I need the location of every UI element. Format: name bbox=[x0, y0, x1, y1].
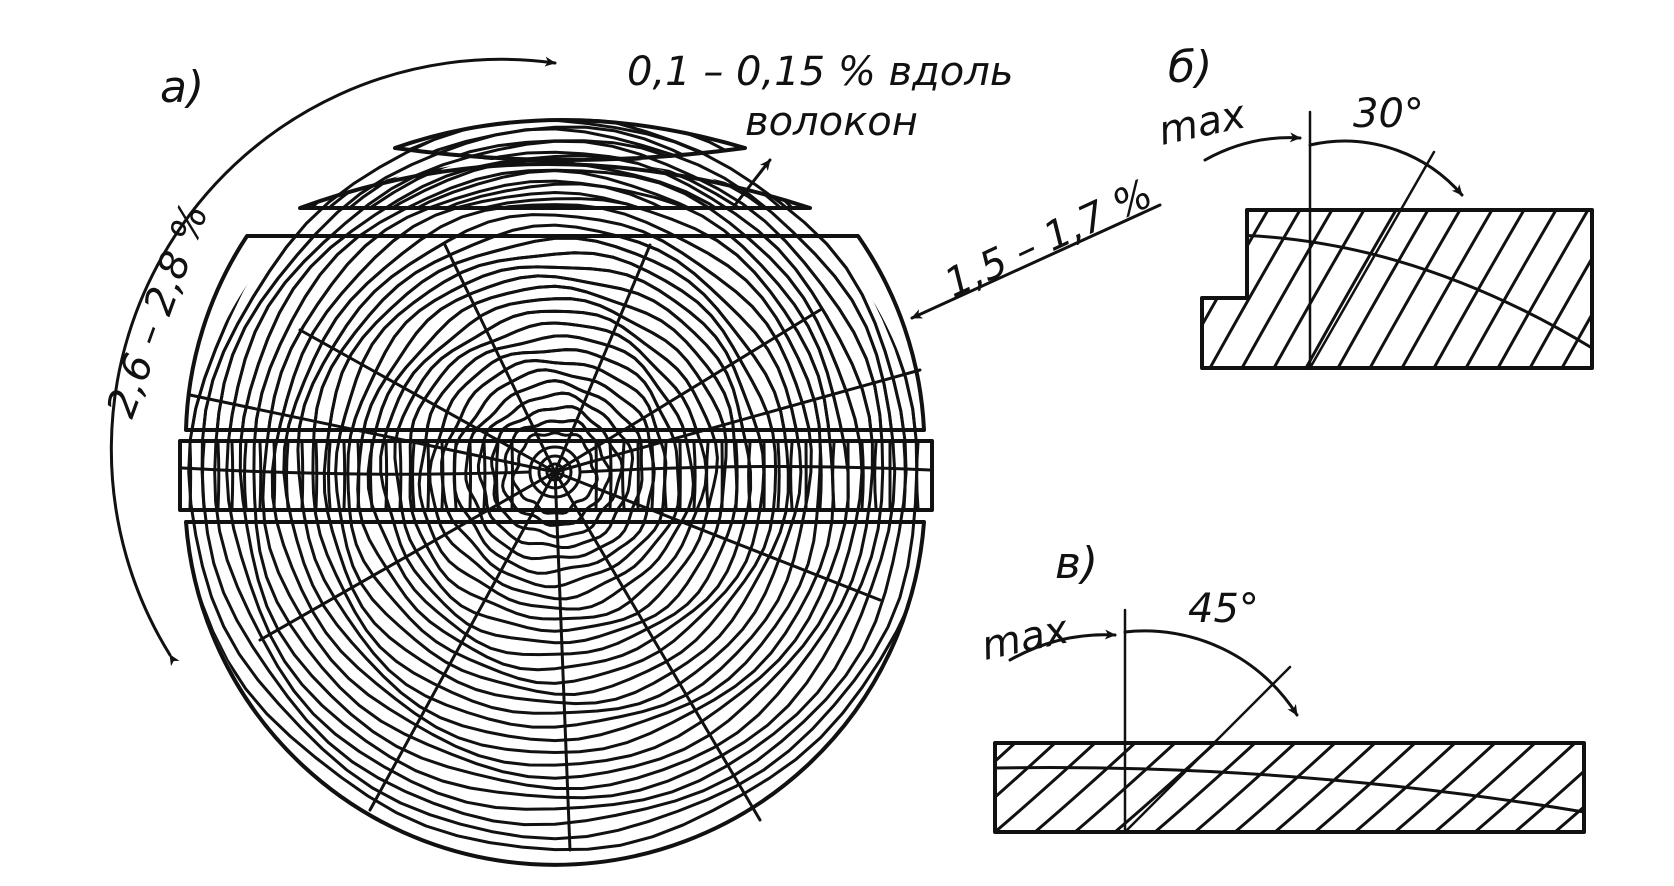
radial-arrow bbox=[910, 203, 1162, 320]
panel-v-angled-line bbox=[1123, 665, 1292, 834]
panel-a-label: а) bbox=[160, 62, 204, 113]
log-cross-section bbox=[178, 118, 934, 867]
along-fibers-suffix: волокон bbox=[745, 99, 918, 145]
panel-b-angle-arc bbox=[1308, 139, 1464, 197]
panel-v-angle: 45° bbox=[1188, 586, 1259, 632]
panel-b-angle: 30° bbox=[1353, 91, 1424, 137]
panel-v-max-arrow bbox=[1008, 629, 1117, 662]
panel-b-max-arrow bbox=[1203, 132, 1302, 162]
panel-v-angle-arc bbox=[1123, 629, 1299, 717]
panel-v-max-label: max bbox=[978, 607, 1073, 670]
along-fibers-value: 0,1 – 0,15 % вдоль bbox=[627, 49, 1013, 95]
panel-b-label: б) bbox=[1168, 42, 1212, 93]
panel-v-label: в) bbox=[1055, 538, 1098, 589]
radial-shrinkage-value: 1,5 – 1,7 % bbox=[938, 171, 1160, 307]
panel-b-board bbox=[1200, 110, 1594, 370]
longitudinal-arrow bbox=[733, 158, 772, 207]
tangential-arrow bbox=[109, 56, 557, 667]
panel-b-angled-line bbox=[1308, 150, 1436, 370]
panel-v-board bbox=[993, 608, 1586, 834]
